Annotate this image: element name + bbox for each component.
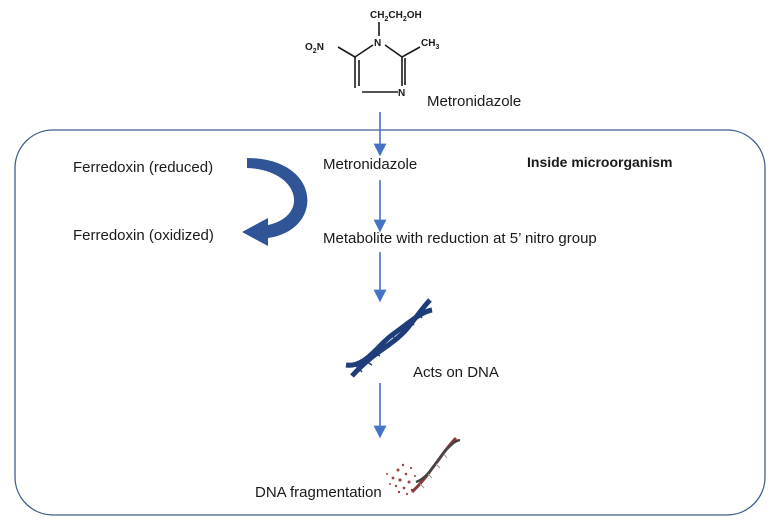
metronidazole-structure <box>337 22 421 93</box>
step-dna-fragmentation: DNA fragmentation <box>255 484 382 501</box>
step-metabolite: Metabolite with reduction at 5’ nitro gr… <box>323 230 597 247</box>
ferredoxin-oxidized-label: Ferredoxin (oxidized) <box>73 227 214 244</box>
ch-1: CH <box>370 10 384 21</box>
dna-helix-icon <box>345 298 433 378</box>
step-acts-on-dna: Acts on DNA <box>413 364 499 381</box>
sub-2: 2 <box>403 16 407 23</box>
nitro-o: O <box>305 42 313 53</box>
structure-n3: N <box>398 88 405 99</box>
sub-1: 2 <box>384 16 388 23</box>
nitro-n: N <box>317 42 324 53</box>
box-label: Inside microorganism <box>527 154 673 170</box>
drug-name-label: Metronidazole <box>427 93 522 110</box>
structure-nitro: O2N <box>305 42 324 55</box>
ferredoxin-reduced-label: Ferredoxin (reduced) <box>73 159 214 176</box>
oh: OH <box>407 10 422 21</box>
ferredoxin-curved-arrow <box>242 158 308 246</box>
nitro-sub: 2 <box>313 48 317 55</box>
fragmented-dna-icon <box>386 436 461 496</box>
structure-methyl: CH3 <box>421 38 439 51</box>
microorganism-boundary <box>14 129 766 516</box>
structure-n1: N <box>374 38 381 49</box>
ch-2: CH <box>388 10 402 21</box>
structure-ch2ch2oh: CH2CH2OH <box>370 10 422 23</box>
methyl-ch: CH <box>421 38 435 49</box>
methyl-sub: 3 <box>435 44 439 51</box>
step-metronidazole: Metronidazole <box>323 156 418 173</box>
